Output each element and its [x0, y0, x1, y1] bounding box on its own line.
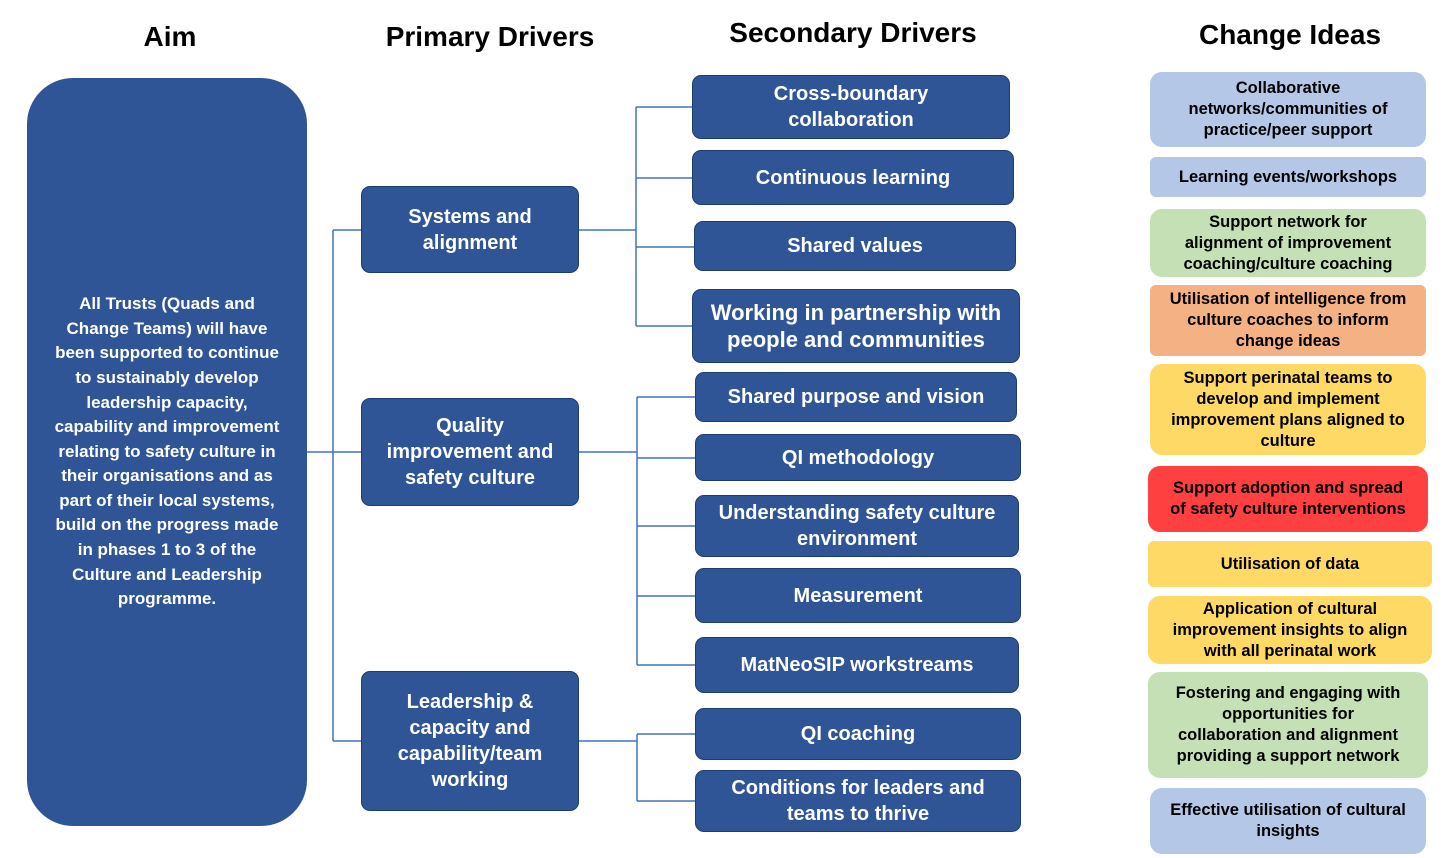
secondary-driver-cross-boundary: Cross-boundary collaboration	[692, 75, 1010, 139]
primary-driver-leadership: Leadership & capacity and capability/tea…	[361, 671, 579, 811]
change-idea-effective-utilisation: Effective utilisation of cultural insigh…	[1150, 788, 1426, 854]
primary-driver-systems: Systems and alignment	[361, 186, 579, 273]
secondary-driver-measurement: Measurement	[695, 568, 1021, 623]
aim-box: All Trusts (Quads and Change Teams) will…	[27, 78, 307, 826]
change-idea-support-adoption: Support adoption and spread of safety cu…	[1148, 466, 1428, 532]
secondary-driver-conditions: Conditions for leaders and teams to thri…	[695, 770, 1021, 832]
secondary-driver-qi-coaching: QI coaching	[695, 708, 1021, 760]
secondary-driver-understanding-safety: Understanding safety culture environment	[695, 495, 1019, 557]
secondary-driver-qi-methodology: QI methodology	[695, 434, 1021, 481]
secondary-driver-continuous-learning: Continuous learning	[692, 150, 1014, 205]
change-idea-support-perinatal: Support perinatal teams to develop and i…	[1150, 364, 1426, 455]
primary-driver-quality: Quality improvement and safety culture	[361, 398, 579, 506]
secondary-driver-matneosip: MatNeoSIP workstreams	[695, 637, 1019, 693]
change-idea-utilisation-data: Utilisation of data	[1148, 541, 1432, 587]
primary-drivers-header: Primary Drivers	[385, 21, 595, 52]
change-idea-collaborative-networks: Collaborative networks/communities of pr…	[1150, 72, 1426, 147]
secondary-driver-partnership: Working in partnership with people and c…	[692, 289, 1020, 363]
aim-header: Aim	[143, 21, 197, 52]
change-ideas-header: Change Ideas	[1198, 19, 1382, 50]
secondary-drivers-header: Secondary Drivers	[729, 17, 977, 48]
secondary-driver-shared-purpose: Shared purpose and vision	[695, 372, 1017, 422]
change-idea-application-cultural: Application of cultural improvement insi…	[1148, 596, 1432, 664]
change-idea-fostering: Fostering and engaging with opportunitie…	[1148, 672, 1428, 778]
secondary-driver-shared-values: Shared values	[694, 221, 1016, 271]
change-idea-support-network: Support network for alignment of improve…	[1150, 209, 1426, 277]
change-idea-learning-events: Learning events/workshops	[1150, 157, 1426, 197]
change-idea-utilisation-intelligence: Utilisation of intelligence from culture…	[1150, 285, 1426, 356]
